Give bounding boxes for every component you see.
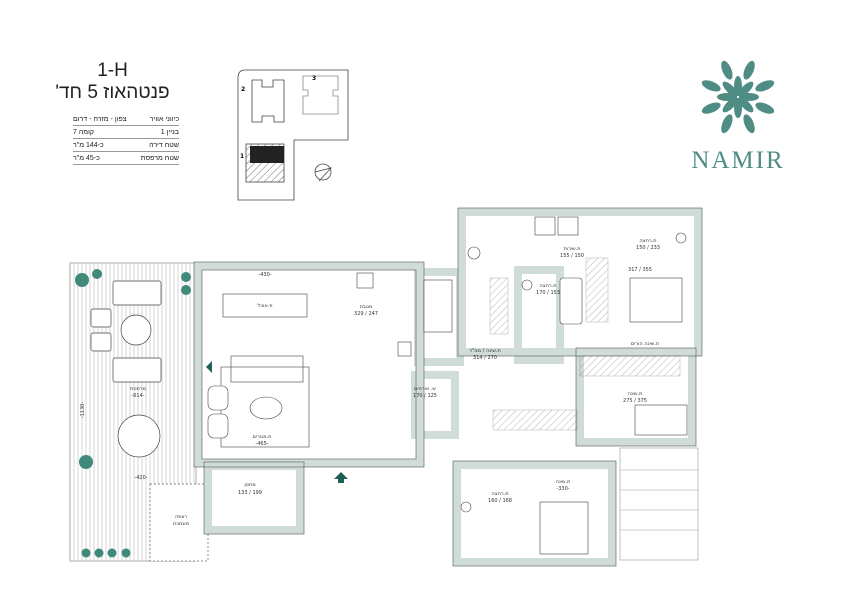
kitchen-label: מטבח xyxy=(360,304,373,310)
bed-mamad xyxy=(423,279,453,333)
terrace xyxy=(69,262,209,562)
bed-3 xyxy=(539,501,589,555)
wardrobe xyxy=(489,277,509,335)
bath1-dim: 153 / 170 xyxy=(536,290,560,296)
sofa xyxy=(230,355,304,383)
guest-wc-dim: 125 / 170 xyxy=(413,393,437,399)
info-value: צפון - מזרח - דרום xyxy=(73,113,135,126)
terrace-armchair xyxy=(90,308,112,328)
namir-logo-icon xyxy=(701,60,775,134)
info-label: שטח דירה xyxy=(134,138,179,152)
guest-wc-label: ש. אורחים xyxy=(414,386,436,392)
info-label: שטח מרפסת xyxy=(134,151,179,165)
bedroom-label: ת.שינה xyxy=(628,391,643,397)
mamad-label: ת.שינה / ממ"ד xyxy=(469,348,501,354)
unit-type: פנטהאוז 5 חד' xyxy=(55,82,170,103)
info-label: כיווני אוויר xyxy=(134,113,179,126)
entrance-arrow-icon xyxy=(334,472,348,483)
compass-icon xyxy=(314,163,332,181)
bedroom-dim: 375 / 275 xyxy=(623,398,647,404)
bath1-label: ת.רחצה xyxy=(539,283,556,289)
coffee-table xyxy=(249,396,283,420)
walls xyxy=(194,208,702,566)
mamad-dim: 270 / 314 xyxy=(473,355,497,361)
wardrobe xyxy=(579,355,681,377)
building-2-outline xyxy=(251,79,285,123)
dryer xyxy=(557,216,579,236)
furniture xyxy=(207,216,688,555)
bath3-dim: 168 / 160 xyxy=(488,498,512,504)
info-value: כ-144 מ"ר xyxy=(73,138,135,152)
key-plan-label-3: 3 xyxy=(312,75,316,82)
washer xyxy=(534,216,556,236)
dining-table xyxy=(222,293,308,318)
key-plan-label-2: 2 xyxy=(241,86,245,93)
armchair xyxy=(207,413,229,439)
bedroom3-dim: -330- xyxy=(556,486,569,492)
master-dim: 355 / 317 xyxy=(628,267,652,273)
cooktop xyxy=(356,272,374,289)
terrace-armchair xyxy=(90,332,112,352)
master-bath-dim: 233 / 150 xyxy=(636,245,660,251)
terrace-coffee-table xyxy=(120,314,152,346)
sink xyxy=(397,341,412,357)
info-label: בניין 1 xyxy=(134,125,179,139)
lowered-floor-label-2: מונמכת xyxy=(173,521,189,527)
armchair xyxy=(207,385,229,411)
terrace-sofa xyxy=(112,357,162,383)
living-label: ת.מגורים xyxy=(253,434,272,440)
terrace-length-dim: -1130- xyxy=(80,402,86,419)
storage-label: מחסן xyxy=(244,482,255,488)
kitchen-dim: 247 / 329 xyxy=(354,311,378,317)
unit-code: 1-H xyxy=(97,60,128,81)
lowered-floor-label-1: רצפה xyxy=(175,514,187,520)
master-label: ת.שינה הורים xyxy=(631,341,659,347)
brand-name: NAMIR xyxy=(691,147,785,174)
key-plan-label-1: 1 xyxy=(240,153,244,160)
toilet xyxy=(467,246,481,260)
terrace-dining-table xyxy=(117,414,161,458)
terrace-sofa xyxy=(112,280,162,306)
master-bath-label: ת.רחצה xyxy=(639,238,656,244)
laundry-dim: 150 / 155 xyxy=(560,253,584,259)
bath3-label: ת.רחצה xyxy=(491,491,508,497)
wardrobe xyxy=(585,257,609,323)
lowered-floor-area xyxy=(149,483,209,562)
key-plan xyxy=(237,69,349,201)
wardrobe xyxy=(492,409,578,431)
info-value: קומה 7 xyxy=(73,125,135,139)
toilet xyxy=(521,279,533,291)
wall-outlines xyxy=(193,207,703,567)
terrace-dim: -614- xyxy=(131,393,144,399)
terrace-exit-arrow-icon xyxy=(206,361,212,373)
terrace-label: מרפסת xyxy=(130,386,146,392)
laundry-label: ת.שירות xyxy=(563,246,580,252)
plant-icon xyxy=(75,269,191,558)
toilet xyxy=(675,232,687,244)
bed xyxy=(634,404,688,436)
toilet xyxy=(460,501,472,513)
stairwell xyxy=(619,447,699,561)
building-3-outline xyxy=(302,75,339,115)
dining-label: פ.אוכל xyxy=(258,303,273,309)
building-1-unit-highlight xyxy=(250,146,284,163)
terrace-width-dim: -420- xyxy=(134,475,147,481)
master-bed xyxy=(629,277,683,323)
bathtub xyxy=(559,277,583,325)
bedroom3-label: ת.שינה xyxy=(556,479,571,485)
storage-dim: 199 / 133 xyxy=(238,490,262,496)
living-dim: -465- xyxy=(255,441,268,447)
info-value: כ-45 מ"ר xyxy=(73,151,135,165)
dining-dim: -430- xyxy=(258,272,271,278)
